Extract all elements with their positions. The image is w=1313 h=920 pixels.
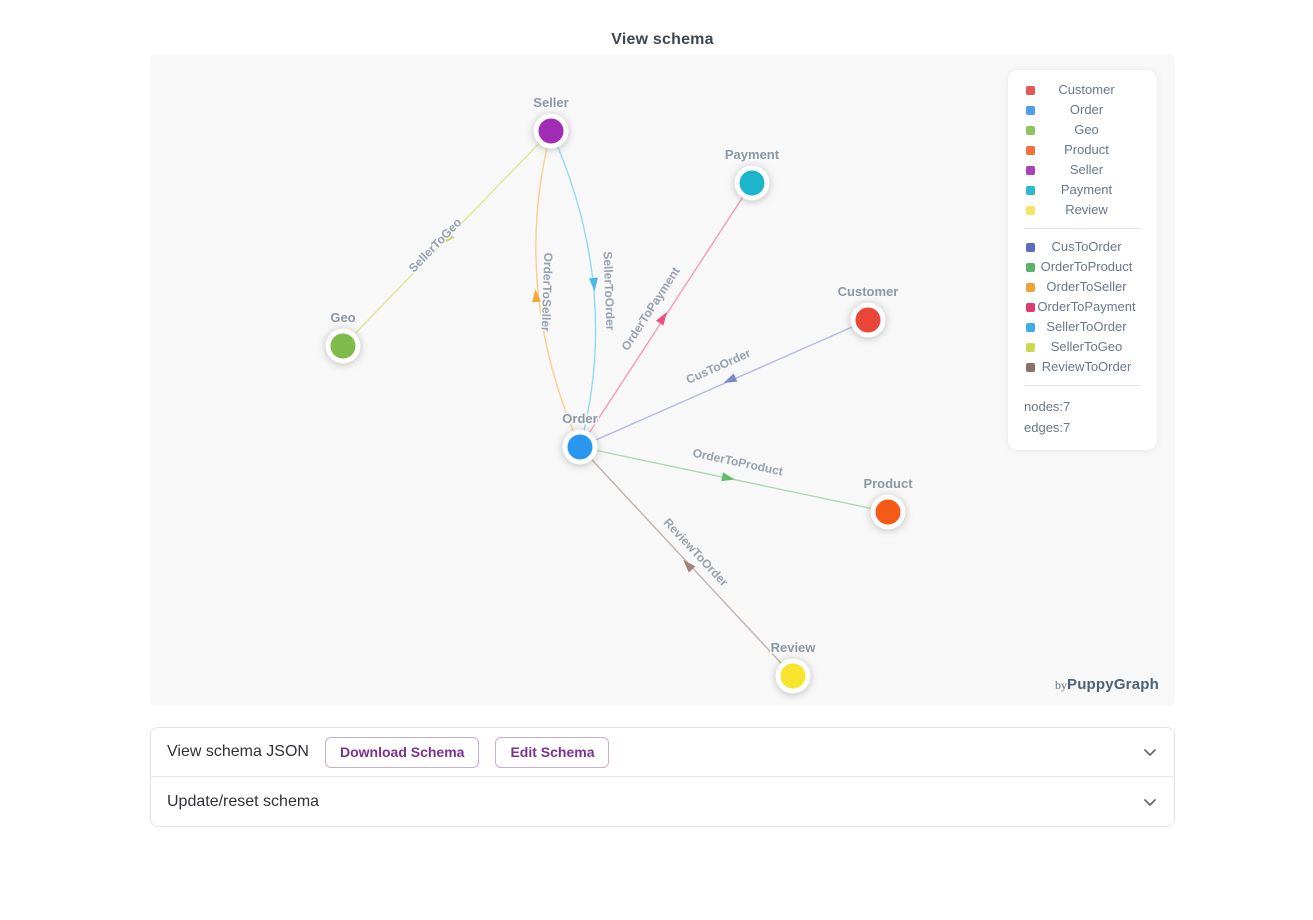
panel-title: View schema JSON [167, 743, 309, 760]
legend-label: Product [1064, 142, 1109, 157]
node-label-review: Review [771, 640, 817, 655]
edge-color-swatch [1026, 263, 1035, 272]
legend-label: Seller [1069, 162, 1104, 177]
edge-arrow-OrderToSeller [532, 289, 542, 303]
legend-label: Order [1069, 102, 1104, 117]
edit-schema-button[interactable]: Edit Schema [495, 736, 610, 768]
node-color-swatch [1026, 166, 1035, 175]
legend-edge-OrderToSeller: OrderToSeller [1008, 277, 1157, 297]
download-schema-button[interactable]: Download Schema [324, 736, 480, 768]
chevron-down-icon[interactable] [1142, 744, 1158, 760]
legend-node-Geo: Geo [1008, 120, 1157, 140]
puppygraph-logo: byPuppyGraph [1055, 676, 1159, 694]
legend-edge-ReviewToOrder: ReviewToOrder [1008, 357, 1157, 377]
logo-by-text: by [1054, 678, 1067, 692]
edge-CusToOrder [579, 319, 869, 448]
edge-color-swatch [1026, 343, 1035, 352]
edge-ReviewToOrder [579, 446, 794, 677]
node-seller[interactable] [533, 113, 569, 149]
legend-label: ReviewToOrder [1041, 359, 1132, 374]
node-order[interactable] [562, 429, 598, 465]
legend-label: SellerToGeo [1050, 339, 1123, 354]
edge-color-swatch [1026, 323, 1035, 332]
legend-divider [1024, 228, 1141, 229]
node-color-swatch [1026, 126, 1035, 135]
node-color-swatch [1026, 106, 1035, 115]
edge-OrderToSeller [535, 130, 581, 448]
node-label-customer: Customer [838, 284, 899, 299]
legend-label: OrderToSeller [1046, 279, 1127, 294]
edge-color-swatch [1026, 283, 1035, 292]
page-title: View schema [611, 31, 714, 48]
chevron-down-icon[interactable] [1142, 794, 1158, 810]
legend-label: CusToOrder [1051, 239, 1122, 254]
node-product[interactable] [870, 494, 906, 530]
legend-node-Seller: Seller [1008, 160, 1157, 180]
legend-edge-OrderToProduct: OrderToProduct [1008, 257, 1157, 277]
legend-label: Payment [1060, 182, 1113, 197]
node-payment[interactable] [734, 165, 770, 201]
node-customer[interactable] [850, 302, 886, 338]
legend-node-Product: Product [1008, 140, 1157, 160]
legend-node-Order: Order [1008, 100, 1157, 120]
node-review[interactable] [775, 658, 811, 694]
edge-color-swatch [1026, 243, 1035, 252]
schema-accordion: View schema JSON Download Schema Edit Sc… [150, 727, 1175, 827]
legend-edge-OrderToPayment: OrderToPayment [1008, 297, 1157, 317]
edge-arrow-ReviewToOrder [683, 559, 696, 573]
nodes-count: nodes:7 [1024, 399, 1071, 414]
legend-label: Geo [1074, 122, 1099, 137]
legend-divider [1024, 385, 1141, 386]
logo-brand-text: PuppyGraph [1066, 676, 1159, 693]
edge-color-swatch [1026, 363, 1035, 372]
legend-label: SellerToOrder [1046, 319, 1127, 334]
edge-color-swatch [1026, 303, 1035, 312]
node-label-geo: Geo [330, 310, 355, 325]
legend-label: OrderToProduct [1040, 259, 1133, 274]
edge-arrow-CusToOrder [723, 373, 738, 383]
edge-arrow-OrderToPayment [655, 312, 667, 326]
legend-node-Review: Review [1008, 200, 1157, 220]
legend-edge-CusToOrder: CusToOrder [1008, 237, 1157, 257]
legend-node-Customer: Customer [1008, 80, 1157, 100]
edge-SellerToOrder [550, 130, 597, 448]
legend-label: OrderToPayment [1037, 299, 1136, 314]
edge-label-ReviewToOrder: ReviewToOrder [661, 515, 731, 589]
edge-arrow-OrderToProduct [721, 472, 735, 482]
legend-edge-SellerToGeo: SellerToGeo [1008, 337, 1157, 357]
legend-stats: nodes:7 edges:7 [1008, 394, 1157, 438]
legend-node-Payment: Payment [1008, 180, 1157, 200]
update-reset-schema-panel[interactable]: Update/reset schema [151, 777, 1174, 826]
node-label-order: Order [562, 411, 597, 426]
node-geo[interactable] [325, 328, 361, 364]
legend-edge-SellerToOrder: SellerToOrder [1008, 317, 1157, 337]
node-label-product: Product [863, 476, 913, 491]
node-color-swatch [1026, 186, 1035, 195]
legend-label: Review [1065, 202, 1108, 217]
node-color-swatch [1026, 206, 1035, 215]
edge-label-SellerToGeo: SellerToGeo [406, 215, 465, 275]
node-label-seller: Seller [533, 95, 568, 110]
node-color-swatch [1026, 146, 1035, 155]
view-schema-json-panel[interactable]: View schema JSON Download Schema Edit Sc… [151, 728, 1174, 777]
edge-arrow-SellerToOrder [588, 277, 598, 291]
node-color-swatch [1026, 86, 1035, 95]
edge-label-SellerToOrder: SellerToOrder [601, 251, 618, 331]
edge-label-OrderToSeller: OrderToSeller [539, 252, 556, 332]
legend-label: Customer [1058, 82, 1115, 97]
edge-label-CusToOrder: CusToOrder [684, 346, 753, 387]
panel-title: Update/reset schema [167, 792, 320, 810]
node-label-payment: Payment [725, 147, 780, 162]
edge-arrow-SellerToGeo [442, 231, 455, 245]
edges-count: edges:7 [1024, 420, 1071, 435]
